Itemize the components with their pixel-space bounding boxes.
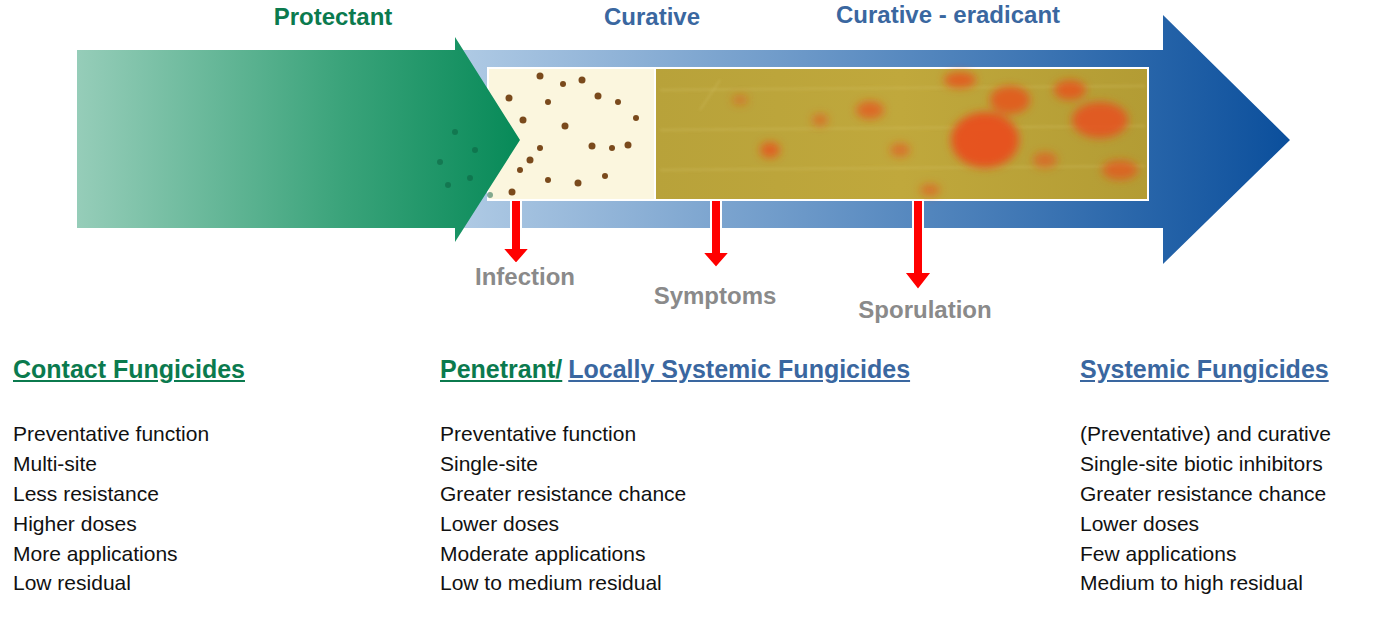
property-item: Single-site biotic inhibitors	[1080, 452, 1323, 476]
property-item: Lower doses	[440, 512, 559, 536]
stage-label: Curative - eradicant	[836, 1, 1060, 29]
property-item: Greater resistance chance	[440, 482, 686, 506]
event-label: Sporulation	[858, 296, 991, 324]
property-item: Medium to high residual	[1080, 571, 1303, 595]
event-label: Infection	[475, 263, 575, 291]
column-heading: Penetrant/	[440, 355, 562, 384]
property-item: More applications	[13, 542, 178, 566]
property-item: Higher doses	[13, 512, 137, 536]
property-item: Preventative function	[440, 422, 636, 446]
property-item: Moderate applications	[440, 542, 645, 566]
faded-spots	[437, 129, 493, 198]
property-item: Greater resistance chance	[1080, 482, 1326, 506]
stage-label: Curative	[604, 3, 700, 31]
curative-arrow	[440, 15, 1290, 264]
column-heading: Systemic Fungicides	[1080, 355, 1329, 384]
protectant-arrow	[77, 37, 520, 242]
property-item: Single-site	[440, 452, 538, 476]
property-item: Low to medium residual	[440, 571, 662, 595]
property-item: Low residual	[13, 571, 131, 595]
property-item: Multi-site	[13, 452, 97, 476]
property-item: (Preventative) and curative	[1080, 422, 1331, 446]
column-heading: Contact Fungicides	[13, 355, 245, 384]
property-item: Preventative function	[13, 422, 209, 446]
event-label: Symptoms	[654, 282, 777, 310]
column-heading: Locally Systemic Fungicides	[568, 355, 910, 384]
property-item: Few applications	[1080, 542, 1236, 566]
stage-label: Protectant	[274, 3, 393, 31]
property-item: Less resistance	[13, 482, 159, 506]
property-item: Lower doses	[1080, 512, 1199, 536]
leaf-photo	[488, 68, 1148, 200]
